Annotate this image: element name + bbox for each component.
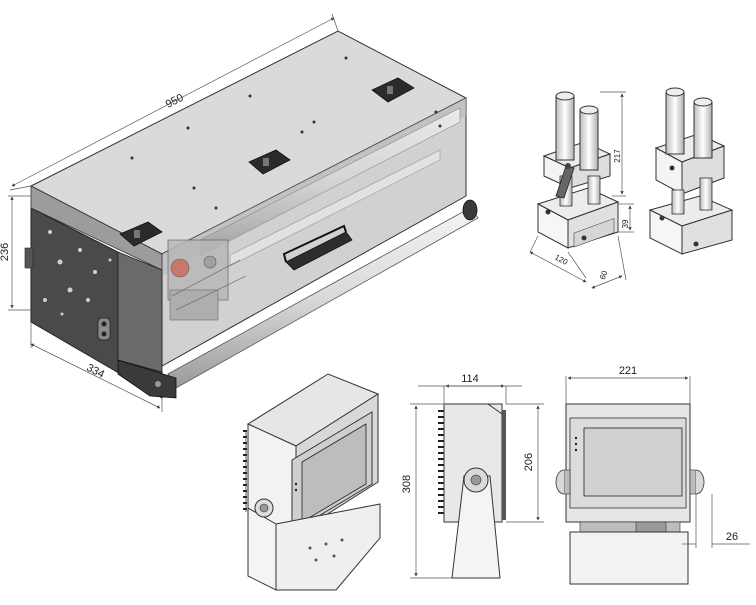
bracket-view-plain	[648, 87, 734, 255]
bracket-view-dimensioned: 217 39 120 60	[529, 91, 634, 289]
dim-bracket-depth: 60	[598, 269, 610, 281]
dim-bracket-base-height: 39	[621, 219, 630, 228]
controller-screen	[301, 423, 367, 523]
dim-controller-knob: 26	[726, 531, 738, 543]
dim-height: 236	[0, 243, 11, 261]
dim-bracket-width: 120	[553, 253, 569, 267]
controller-iso-view	[243, 373, 381, 591]
controller-front-screen	[583, 427, 683, 497]
controller-front-view: 221 26	[555, 365, 750, 585]
dim-controller-height: 308	[401, 475, 413, 493]
cooling-fins	[243, 430, 247, 510]
bracket-post	[579, 109, 599, 171]
bracket-post	[555, 95, 575, 161]
bracket-post	[665, 91, 685, 155]
dim-controller-depth: 114	[461, 373, 479, 385]
knob-icon	[695, 469, 705, 495]
hinge-icon	[371, 77, 415, 103]
dim-depth: 334	[84, 362, 106, 381]
dim-bracket-height: 217	[613, 149, 622, 163]
dim-length: 950	[164, 92, 186, 111]
bracket-post	[693, 101, 713, 159]
clamp-lever	[555, 165, 575, 199]
unwinder-main-view: 950 236 334	[0, 13, 479, 412]
unwinder-mechanism	[167, 239, 247, 321]
controller-side-view: 114 308 206	[401, 373, 544, 579]
dim-controller-width: 221	[619, 365, 637, 377]
handle-icon	[285, 231, 353, 271]
hinge-icon	[119, 221, 163, 247]
dim-controller-body-height: 206	[523, 453, 535, 471]
